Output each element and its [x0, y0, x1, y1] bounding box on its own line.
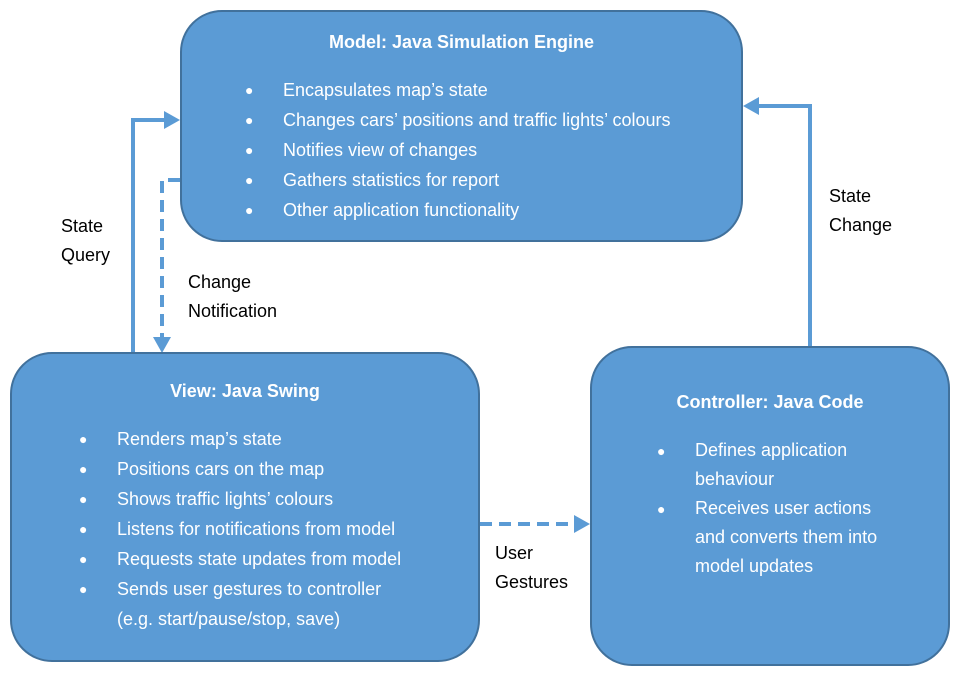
model-title: Model: Java Simulation Engine	[328, 32, 595, 52]
view-box: View: Java Swing ●Renders map’s state ●P…	[10, 352, 480, 662]
list-item: ●Positions cars on the map	[79, 454, 401, 484]
state-query-label: State Query	[61, 216, 111, 265]
list-item: ●Sends user gestures to controller	[79, 574, 401, 604]
bullet-icon: ●	[79, 521, 88, 537]
change-notification-arrow	[160, 178, 180, 338]
list-item: ●Shows traffic lights’ colours	[79, 484, 401, 514]
controller-box: Controller: Java Code ●Defines applicati…	[590, 346, 950, 666]
list-item: ●Renders map’s state	[79, 424, 401, 454]
list-item: ●Receives user actions	[657, 494, 877, 523]
bullet-icon: ●	[245, 142, 254, 158]
bullet-icon: ●	[79, 581, 88, 597]
list-item: ●Defines application	[657, 436, 877, 465]
change-notification-label: Change Notification	[188, 272, 278, 321]
list-item: ●Gathers statistics for report	[245, 165, 671, 195]
view-title: View: Java Swing	[170, 381, 320, 401]
bullet-icon: ●	[245, 202, 254, 218]
bullet-icon: ●	[245, 82, 254, 98]
controller-title: Controller: Java Code	[676, 392, 864, 412]
bullet-icon: ●	[79, 551, 88, 567]
state-query-arrowhead	[164, 111, 180, 129]
list-item: ●Listens for notifications from model	[79, 514, 401, 544]
list-item: ●Requests state updates from model	[79, 544, 401, 574]
user-gestures-label: User Gestures	[495, 543, 569, 592]
list-item-continuation: (e.g. start/pause/stop, save)	[117, 609, 341, 629]
list-item: ●Notifies view of changes	[245, 135, 671, 165]
bullet-icon: ●	[245, 112, 254, 128]
bullet-icon: ●	[657, 443, 666, 459]
list-item-continuation: model updates	[695, 556, 814, 576]
bullet-icon: ●	[657, 501, 666, 517]
model-bullet-list: ●Encapsulates map’s state ●Changes cars’…	[245, 75, 671, 225]
state-change-label: State Change	[829, 186, 893, 235]
state-query-arrow	[131, 118, 165, 352]
list-item: ●Encapsulates map’s state	[245, 75, 671, 105]
list-item-continuation: behaviour	[695, 469, 775, 489]
state-change-arrowhead	[743, 97, 759, 115]
bullet-icon: ●	[79, 461, 88, 477]
list-item-continuation: and converts them into	[695, 527, 878, 547]
list-item: ●Changes cars’ positions and traffic lig…	[245, 105, 671, 135]
bullet-icon: ●	[79, 431, 88, 447]
state-change-arrow	[758, 104, 812, 346]
bullet-icon: ●	[245, 172, 254, 188]
bullet-icon: ●	[79, 491, 88, 507]
view-bullet-list: ●Renders map’s state ●Positions cars on …	[79, 424, 401, 634]
list-item: ●Other application functionality	[245, 195, 671, 225]
controller-bullet-list: ●Defines application behaviour ●Receives…	[657, 436, 877, 581]
model-box: Model: Java Simulation Engine ●Encapsula…	[180, 10, 743, 242]
change-notification-arrowhead	[153, 337, 171, 353]
user-gestures-arrowhead	[574, 515, 590, 533]
